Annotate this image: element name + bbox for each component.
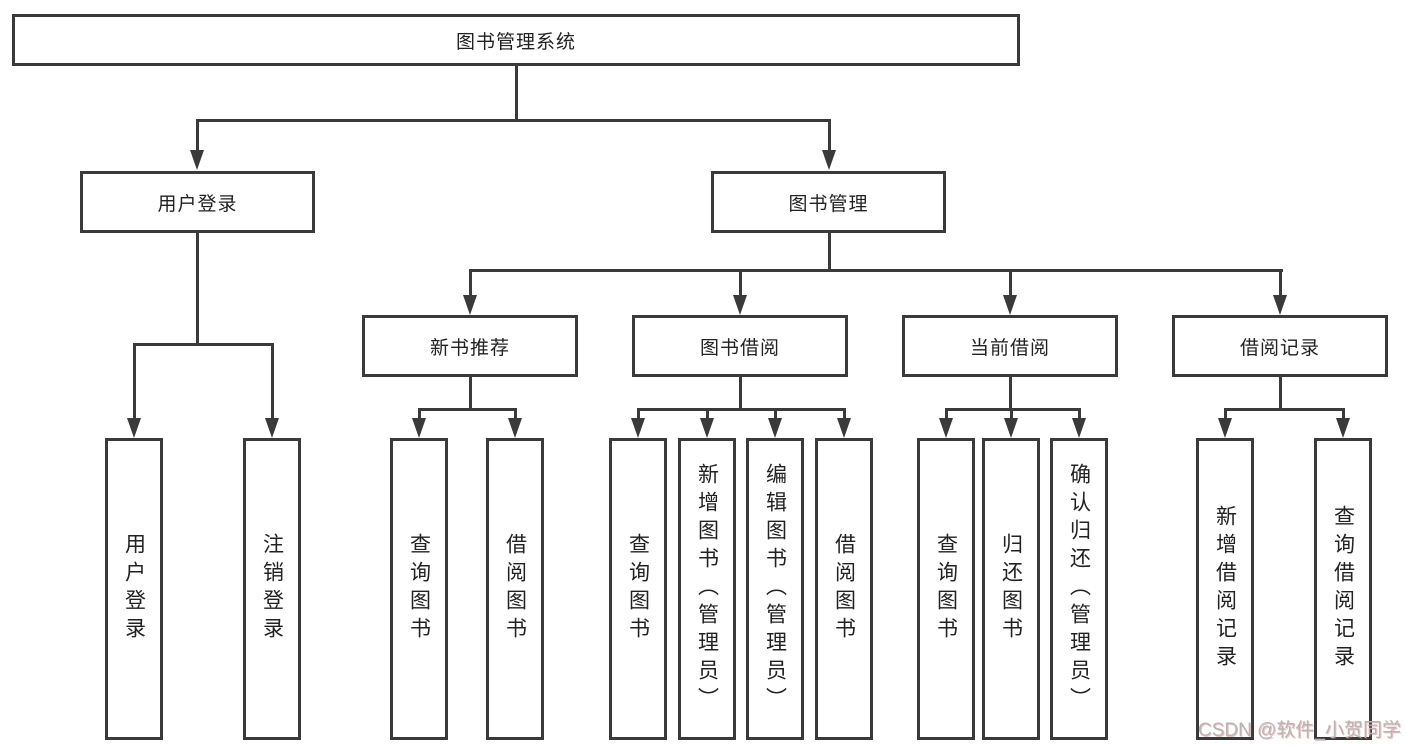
arrowhead-bb-edit bbox=[768, 418, 782, 438]
connector-drop-cb-confirm bbox=[1077, 408, 1081, 419]
leaf-query-borrow-record: 查询借阅记录 bbox=[1314, 438, 1372, 740]
connector-drop-rec-query bbox=[417, 408, 421, 419]
csdn-watermark: CSDN @软件_小贺同学 bbox=[1198, 720, 1401, 741]
leaf-label: 新增图书（管理员） bbox=[695, 463, 719, 715]
leaf-label: 查询借阅记录 bbox=[1331, 505, 1355, 673]
node-label: 用户登录 bbox=[157, 193, 238, 215]
leaf-confirm-return-admin: 确认归还（管理员） bbox=[1050, 438, 1108, 740]
connector-userlogin-branch bbox=[132, 343, 274, 346]
connector-drop-bb-query bbox=[636, 408, 640, 419]
connector-drop-newbook bbox=[468, 269, 472, 296]
leaf-edit-books-admin: 编辑图书（管理员） bbox=[746, 438, 804, 740]
node-label: 图书借阅 bbox=[699, 337, 780, 359]
arrowhead-bb-add bbox=[700, 418, 714, 438]
connector-currentborrow-branch bbox=[944, 408, 1081, 411]
leaf-logout: 注销登录 bbox=[243, 438, 301, 740]
node-label: 新书推荐 bbox=[429, 337, 510, 359]
arrowhead-bb-borrow bbox=[837, 418, 851, 438]
node-current-borrowing: 当前借阅 bbox=[902, 315, 1118, 377]
connector-drop-leaf-logout bbox=[270, 343, 274, 419]
leaf-label: 借阅图书 bbox=[503, 533, 527, 645]
leaf-borrow-query-books: 查询图书 bbox=[609, 438, 667, 740]
leaf-label: 查询图书 bbox=[407, 533, 431, 645]
connector-drop-br-add bbox=[1223, 408, 1227, 419]
leaf-label: 用户登录 bbox=[122, 533, 146, 645]
arrowhead-rec-query bbox=[412, 418, 426, 438]
connector-borrowrecords-branch bbox=[1223, 408, 1345, 411]
node-label: 当前借阅 bbox=[969, 337, 1050, 359]
leaf-recommend-query-books: 查询图书 bbox=[390, 438, 448, 740]
arrowhead-cb-confirm bbox=[1072, 418, 1086, 438]
connector-drop-user-login bbox=[195, 119, 199, 152]
connector-drop-bookborrow bbox=[738, 269, 742, 296]
connector-borrowrecords-stem bbox=[1278, 377, 1282, 408]
connector-bookmgmt-branch bbox=[468, 269, 1283, 272]
connector-drop-rec-borrow bbox=[513, 408, 517, 419]
connector-bookborrow-stem bbox=[738, 377, 742, 408]
connector-newbook-branch bbox=[417, 408, 517, 411]
connector-drop-cb-query bbox=[944, 408, 948, 419]
connector-drop-bb-edit bbox=[773, 408, 777, 419]
connector-drop-borrowrecords bbox=[1278, 269, 1282, 296]
connector-drop-currentborrow bbox=[1008, 269, 1012, 296]
connector-drop-bb-borrow bbox=[842, 408, 846, 419]
arrowhead-borrowrecords bbox=[1273, 295, 1287, 315]
arrowhead-cb-query bbox=[939, 418, 953, 438]
arrowhead-currentborrow bbox=[1003, 295, 1017, 315]
node-label: 图书管理 bbox=[788, 193, 869, 215]
connector-root-branch bbox=[195, 119, 831, 122]
arrowhead-br-add bbox=[1218, 418, 1232, 438]
arrowhead-bb-query bbox=[631, 418, 645, 438]
connector-drop-bb-add bbox=[705, 408, 709, 419]
arrowhead-book-mgmt bbox=[822, 150, 836, 170]
leaf-label: 归还图书 bbox=[999, 533, 1023, 645]
arrowhead-cb-return bbox=[1004, 418, 1018, 438]
leaf-borrow-books: 借阅图书 bbox=[815, 438, 873, 740]
arrowhead-leaf-login bbox=[127, 418, 141, 438]
arrowhead-rec-borrow bbox=[508, 418, 522, 438]
connector-drop-book-mgmt bbox=[827, 119, 831, 152]
arrowhead-leaf-logout bbox=[265, 418, 279, 438]
node-borrowing-records: 借阅记录 bbox=[1172, 315, 1388, 377]
leaf-return-books: 归还图书 bbox=[982, 438, 1040, 740]
connector-newbook-stem bbox=[468, 377, 472, 408]
node-label: 图书管理系统 bbox=[455, 31, 576, 53]
connector-bookmgmt-stem bbox=[827, 233, 831, 269]
connector-root-stem bbox=[514, 66, 518, 119]
leaf-recommend-borrow-books: 借阅图书 bbox=[486, 438, 544, 740]
leaf-label: 借阅图书 bbox=[832, 533, 856, 645]
arrowhead-user-login bbox=[190, 150, 204, 170]
leaf-label: 查询图书 bbox=[626, 533, 650, 645]
leaf-label: 编辑图书（管理员） bbox=[763, 463, 787, 715]
leaf-label: 新增借阅记录 bbox=[1213, 505, 1237, 673]
node-user-login: 用户登录 bbox=[80, 171, 315, 233]
connector-drop-leaf-login bbox=[132, 343, 136, 419]
leaf-label: 查询图书 bbox=[934, 533, 958, 645]
arrowhead-bookborrow bbox=[733, 295, 747, 315]
connector-currentborrow-stem bbox=[1008, 377, 1012, 408]
node-book-borrowing: 图书借阅 bbox=[632, 315, 848, 377]
leaf-label: 注销登录 bbox=[260, 533, 284, 645]
node-label: 借阅记录 bbox=[1239, 337, 1320, 359]
connector-bookborrow-branch bbox=[636, 408, 846, 411]
leaf-current-query-books: 查询图书 bbox=[917, 438, 975, 740]
arrowhead-br-query bbox=[1336, 418, 1350, 438]
connector-drop-cb-return bbox=[1009, 408, 1013, 419]
leaf-add-borrow-record: 新增借阅记录 bbox=[1196, 438, 1254, 740]
leaf-label: 确认归还（管理员） bbox=[1067, 463, 1091, 715]
leaf-add-books-admin: 新增图书（管理员） bbox=[678, 438, 736, 740]
connector-drop-br-query bbox=[1341, 408, 1345, 419]
arrowhead-newbook bbox=[463, 295, 477, 315]
connector-userlogin-stem bbox=[195, 233, 199, 343]
node-library-management-system: 图书管理系统 bbox=[12, 14, 1020, 66]
leaf-user-login: 用户登录 bbox=[105, 438, 163, 740]
node-book-management: 图书管理 bbox=[711, 171, 946, 233]
node-new-book-recommendation: 新书推荐 bbox=[362, 315, 578, 377]
